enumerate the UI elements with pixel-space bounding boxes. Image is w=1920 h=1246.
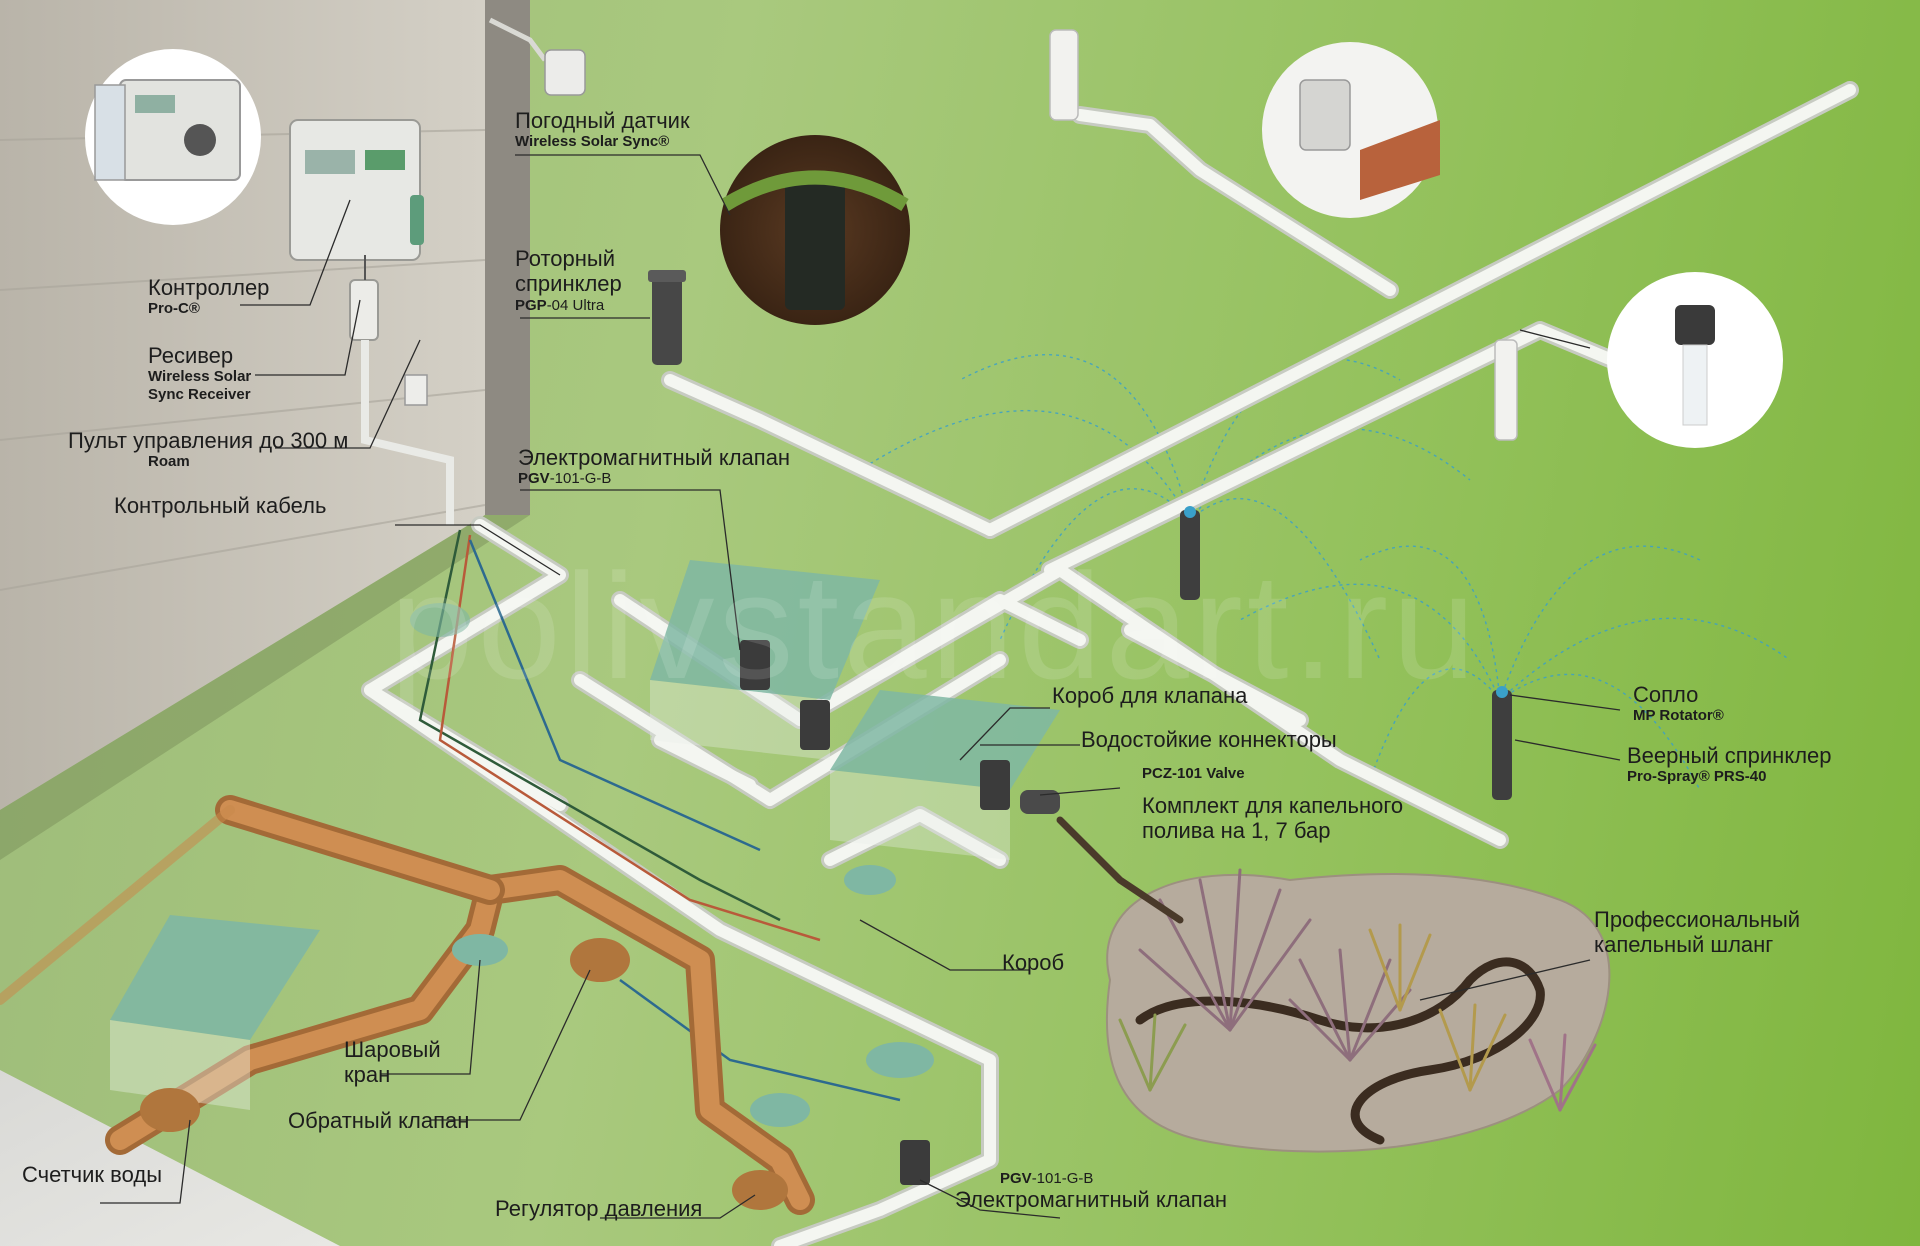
label-pcz-valve: PCZ-101 Valve <box>1142 765 1245 782</box>
inset-sensor-photo <box>1262 42 1440 218</box>
label-model-bold: PGV <box>1000 1170 1032 1187</box>
label-box: Короб <box>1002 950 1065 975</box>
ornamental-grass <box>1118 868 1597 1112</box>
label-spray-sprinkler: Веерный спринклер Pro-Spray® PRS-40 <box>1627 743 1832 786</box>
label-water-meter: Счетчик воды <box>22 1162 163 1187</box>
label-title-line2: кран <box>344 1062 391 1088</box>
round-box <box>410 603 934 1127</box>
label-title: Пульт управления до 300 м <box>68 428 349 453</box>
label-title: Электромагнитный клапан <box>518 445 791 470</box>
label-connectors: Водостойкие коннекторы <box>1081 727 1337 752</box>
label-receiver: Ресивер Wireless Solar Sync Receiver <box>148 343 251 403</box>
label-subtitle: Wireless Solar Sync® <box>515 133 670 151</box>
flower-bed <box>1105 868 1611 1153</box>
label-remote: Пульт управления до 300 м Roam <box>68 428 348 471</box>
label-rotor-sprinkler: Роторный спринклер PGP-04 Ultra <box>515 246 622 314</box>
spray-sprinkler <box>1049 29 1518 800</box>
label-title-line1: Роторный <box>515 246 616 271</box>
inset-controller-photo <box>85 49 261 225</box>
weather-sensor <box>488 17 586 96</box>
solenoid-valve <box>740 640 1060 1185</box>
label-subtitle-line2: Sync Receiver <box>148 385 251 403</box>
rotor-sprinkler <box>648 270 686 365</box>
drip-feed-line <box>1056 816 1184 924</box>
label-subtitle: Pro-C® <box>148 300 200 318</box>
label-title-line2: полива на 1, 7 бар <box>1142 818 1331 844</box>
receiver-unit <box>349 255 379 341</box>
label-ball-valve: Шаровый кран <box>344 1037 441 1088</box>
label-title: Контроллер <box>148 275 270 300</box>
label-pressure-regulator: Регулятор давления <box>495 1196 703 1221</box>
label-solenoid-valve-bottom: PGV-101-G-B Электромагнитный клапан <box>955 1170 1227 1213</box>
label-model-bold: PGP <box>515 296 547 314</box>
label-model-bold: PGV <box>518 470 550 488</box>
brass-fittings <box>140 938 788 1210</box>
label-valve-box: Короб для клапана <box>1052 683 1248 708</box>
label-subtitle: Roam <box>148 453 190 471</box>
label-title-line1: Профессиональный <box>1594 907 1801 932</box>
label-title-line1: Шаровый <box>344 1037 441 1062</box>
label-title-line2: спринклер <box>515 271 622 297</box>
label-check-valve: Обратный клапан <box>288 1108 470 1133</box>
label-model-rest: -101-G-B <box>1031 1170 1094 1187</box>
label-nozzle: Сопло MP Rotator® <box>1633 682 1724 725</box>
copper-supply-line <box>0 795 815 1215</box>
label-subtitle-line1: Wireless Solar <box>148 368 252 386</box>
label-title-line2: капельный шланг <box>1594 932 1774 958</box>
wall-outlet <box>404 374 428 406</box>
label-title: Сопло <box>1633 682 1699 707</box>
label-drip-hose: Профессиональный капельный шланг <box>1594 907 1800 958</box>
inset-nozzle-photo <box>1607 272 1783 448</box>
label-model-rest: -101-G-B <box>549 470 612 488</box>
valve-box-top <box>650 560 880 760</box>
conduit <box>361 340 454 525</box>
label-title: Ресивер <box>148 343 234 368</box>
label-solenoid-valve-top: Электромагнитный клапан PGV-101-G-B <box>518 445 790 488</box>
label-title: Веерный спринклер <box>1627 743 1832 768</box>
valve-box-right <box>830 690 1060 860</box>
label-subtitle: MP Rotator® <box>1633 707 1724 725</box>
label-controller: Контроллер Pro-C® <box>148 275 269 318</box>
label-weather-sensor: Погодный датчик Wireless Solar Sync® <box>515 108 690 151</box>
label-model-rest: -04 Ultra <box>546 296 605 314</box>
label-title-line1: Комплект для капельного <box>1142 793 1404 818</box>
label-title: Электромагнитный клапан <box>955 1187 1228 1213</box>
inset-rotor-photo <box>720 135 910 325</box>
label-control-cable: Контрольный кабель <box>114 493 327 518</box>
label-drip-kit: Комплект для капельного полива на 1, 7 б… <box>1142 793 1403 844</box>
controller-unit <box>289 119 424 261</box>
valve-box-meter <box>110 915 320 1110</box>
label-title: Погодный датчик <box>515 108 690 133</box>
label-subtitle: Pro-Spray® PRS-40 <box>1627 768 1767 786</box>
paved-path <box>0 1070 340 1246</box>
leader-lines <box>100 154 1621 1219</box>
